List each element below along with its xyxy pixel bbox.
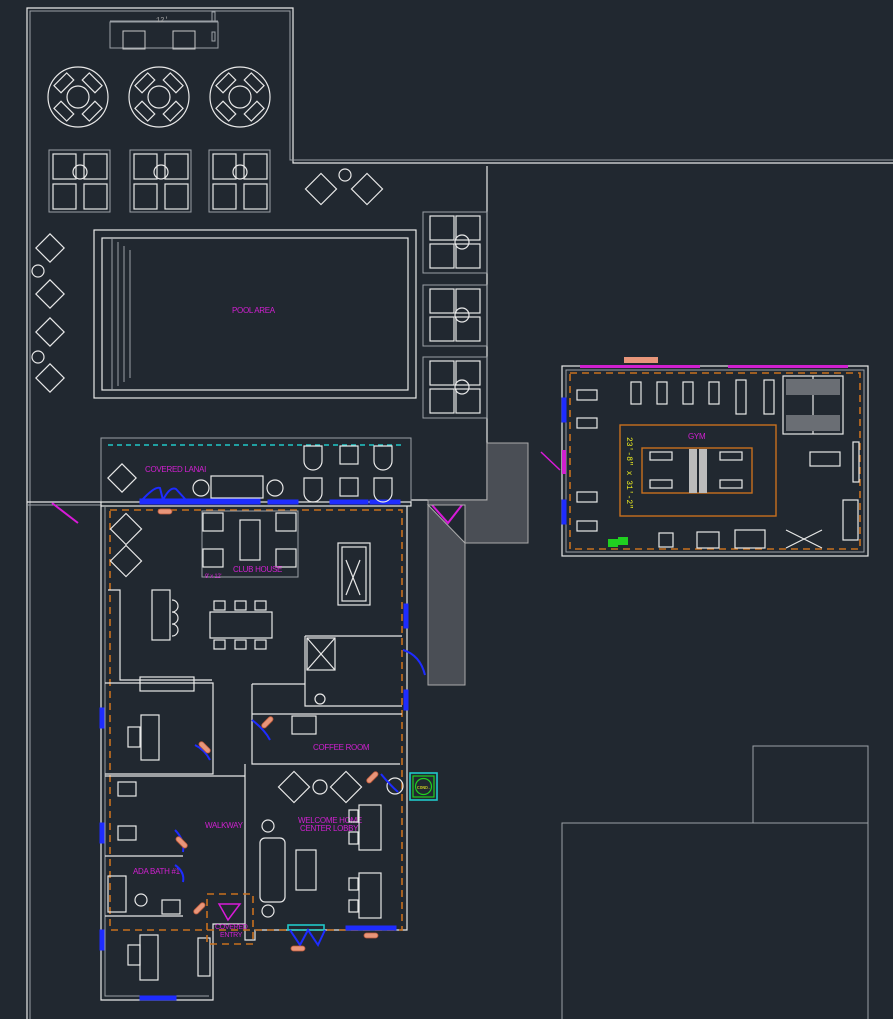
- label-pool-area: POOL AREA: [232, 306, 276, 315]
- label-rug-size: 9' x 12': [205, 574, 221, 580]
- condenser-unit: COND.: [409, 772, 438, 801]
- label-coffee-room: COFFEE ROOM: [313, 743, 370, 752]
- label-walkway: WALKWAY: [205, 821, 244, 830]
- label-club-house: CLUB HOUSE: [233, 565, 282, 574]
- pool: POOL AREA: [93, 229, 417, 399]
- label-lobby-line1: WELCOME HOME: [298, 816, 362, 825]
- adjacent-structures: [561, 745, 869, 1019]
- label-gym: GYM: [688, 432, 706, 441]
- gym-building: GYM 23'-8" x 31'-2": [561, 357, 869, 557]
- ramp: [426, 442, 561, 686]
- round-tables: [47, 66, 271, 128]
- label-covered-lanai: COVERED LANAI: [145, 465, 206, 474]
- outdoor-kitchen: 12': [109, 11, 219, 50]
- label-lobby-line2: CENTER LOBBY: [300, 824, 359, 833]
- label-gym-dimensions: 23'-8" x 31'-2": [624, 437, 633, 509]
- clubhouse-building: COVERED LANAI CLUB HOUSE 9' x 12' COFFEE…: [99, 437, 426, 1001]
- lounge-seating: [48, 149, 384, 213]
- label-covered-entry-1: COVERED: [215, 924, 248, 931]
- lounge-chairs-right: [422, 211, 488, 419]
- gate-left: [51, 502, 79, 524]
- pool-side-chairs: [31, 233, 65, 393]
- kitchen-dimension: 12': [156, 17, 169, 25]
- label-ada-bath: ADA BATH #1: [133, 867, 181, 876]
- label-condenser: COND.: [417, 785, 431, 791]
- gate-right: [431, 504, 463, 525]
- label-covered-entry-2: ENTRY: [220, 932, 243, 939]
